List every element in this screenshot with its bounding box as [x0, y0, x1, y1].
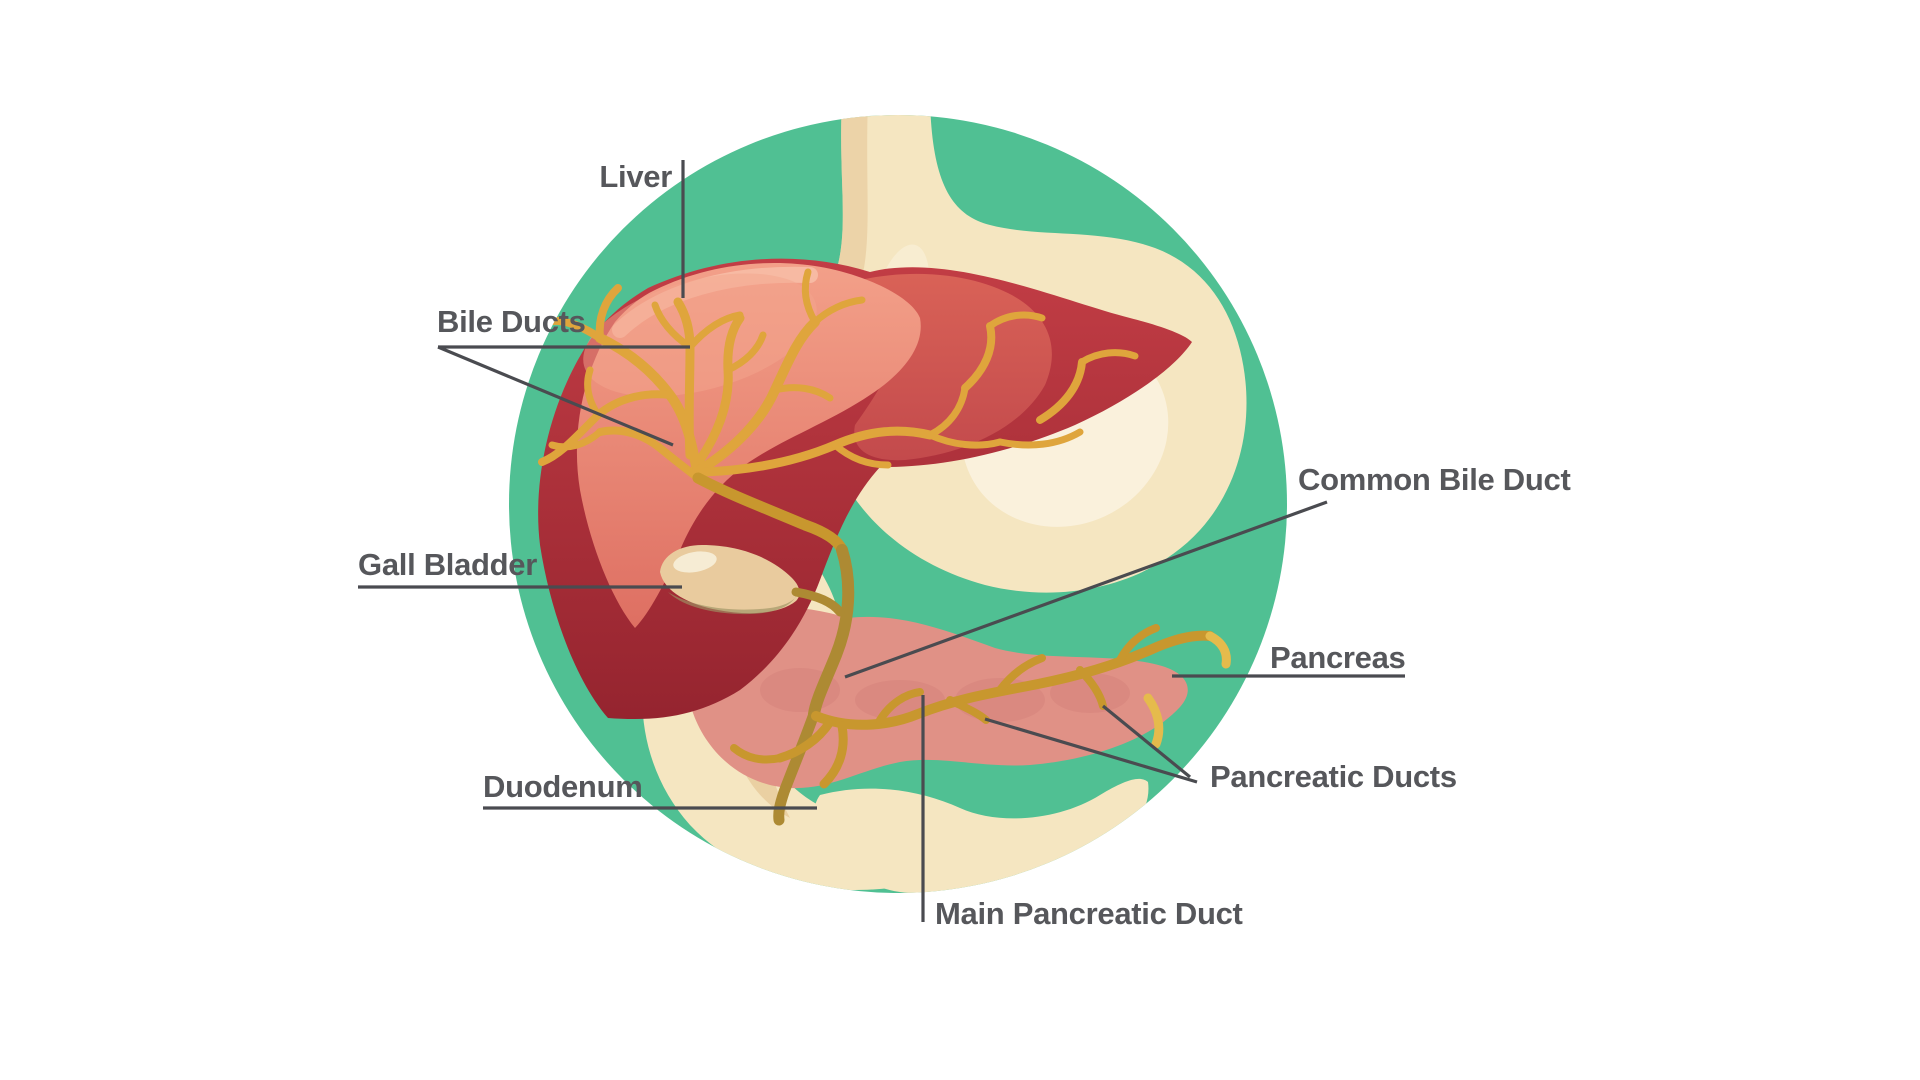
liver-label: Liver	[599, 159, 672, 194]
common-bile-duct-label: Common Bile Duct	[1298, 462, 1571, 497]
leader-lines	[358, 160, 1405, 922]
common-bile-duct-leader-line	[844, 500, 1328, 679]
main-pancreatic-duct-path	[730, 624, 1231, 789]
pancreatic-ducts-leader-line-1	[984, 717, 1198, 784]
gall-bladder-shape	[660, 545, 845, 617]
pancreatic-ducts-label: Pancreatic Ducts	[1210, 759, 1457, 794]
pancreas-label: Pancreas	[1270, 640, 1405, 675]
bile-duct-tree	[538, 268, 1139, 483]
bile-ducts-leader-line-2	[437, 345, 674, 447]
right-lobe-duct-wisps	[961, 311, 1139, 449]
cystic-duct	[791, 587, 845, 617]
pancreas-texture-patch	[1050, 673, 1130, 713]
labels: Liver Bile Ducts Gall Bladder Duodenum C…	[358, 159, 1571, 931]
gall-bladder-highlight	[673, 551, 717, 573]
gall-bladder-shadow	[668, 592, 796, 615]
common-bile-duct-path	[692, 472, 855, 826]
gall-bladder-label: Gall Bladder	[358, 547, 537, 582]
pancreatic-ducts-leader-line-2	[1101, 704, 1192, 779]
duodenum-label: Duodenum	[483, 769, 642, 804]
main-pancreatic-duct-label: Main Pancreatic Duct	[935, 896, 1243, 931]
bile-ducts-label: Bile Ducts	[437, 304, 586, 339]
